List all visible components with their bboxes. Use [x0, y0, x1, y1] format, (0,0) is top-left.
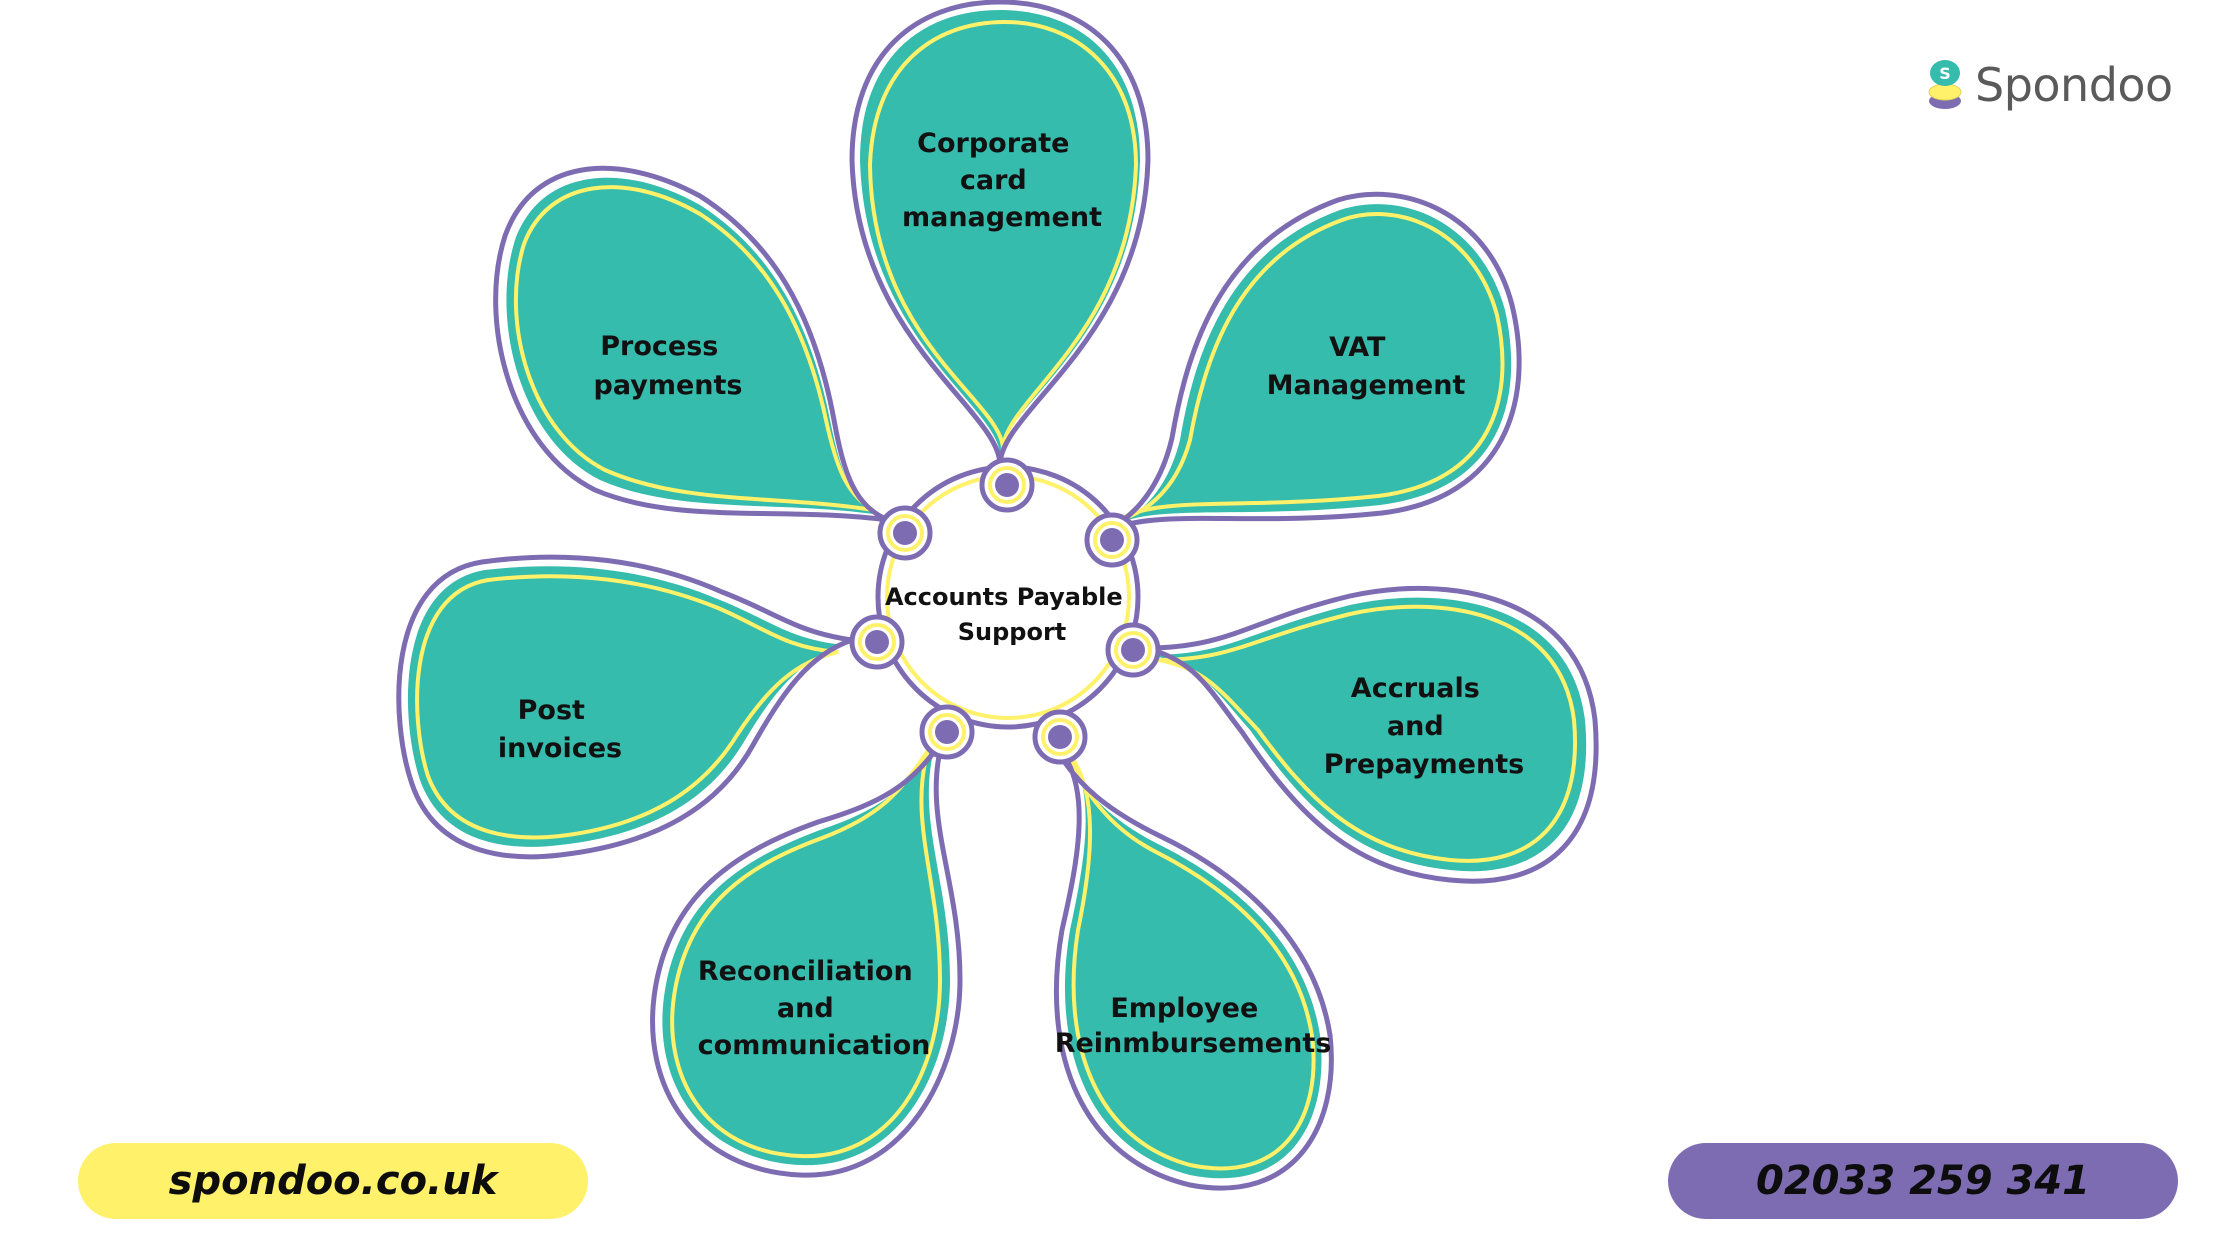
petal-label-employee: Employee Reinmbursements: [1055, 993, 1332, 1059]
connector-node: [1032, 709, 1088, 765]
petal-label-process-payments: Process payments: [594, 331, 743, 401]
coin-stack-icon: S: [1928, 60, 1962, 109]
connector-nodes: [849, 457, 1161, 765]
petal-vat: VAT Management: [1098, 191, 1522, 538]
petal-label-accruals: Accruals and Prepayments: [1324, 673, 1524, 780]
connector-node: [1105, 622, 1161, 678]
petal-post-invoices: Post invoices: [396, 554, 853, 860]
website-link[interactable]: spondoo.co.uk: [78, 1143, 588, 1219]
connector-node: [1084, 512, 1140, 568]
phone-label: 02033 259 341: [1755, 1158, 2090, 1204]
petal-process-payments: Process payments: [493, 165, 890, 523]
website-label: spondoo.co.uk: [168, 1158, 498, 1204]
petal-corporate-card: Corporate card management: [849, 0, 1151, 466]
connector-node: [919, 704, 975, 760]
petal-label-vat: VAT Management: [1267, 332, 1466, 401]
petal-accruals: Accruals and Prepayments: [1144, 586, 1599, 884]
petal-label-corporate-card: Corporate card management: [902, 128, 1102, 233]
connector-node: [979, 457, 1035, 513]
center-title: Accounts Payable Support: [885, 583, 1131, 646]
spondoo-logo: S Spondoo: [1925, 55, 2173, 115]
svg-text:S: S: [1939, 64, 1951, 83]
petal-reconciliation: Reconciliation and communication: [650, 740, 963, 1178]
center-hub: Accounts Payable Support: [875, 464, 1141, 730]
brand-name: Spondoo: [1975, 58, 2173, 112]
petal-label-post-invoices: Post invoices: [498, 695, 622, 764]
connector-node: [849, 614, 905, 670]
phone-number[interactable]: 02033 259 341: [1668, 1143, 2178, 1219]
petal-employee: Employee Reinmbursements: [1049, 740, 1334, 1191]
connector-node: [877, 505, 933, 561]
petal-label-reconciliation: Reconciliation and communication: [698, 956, 931, 1061]
